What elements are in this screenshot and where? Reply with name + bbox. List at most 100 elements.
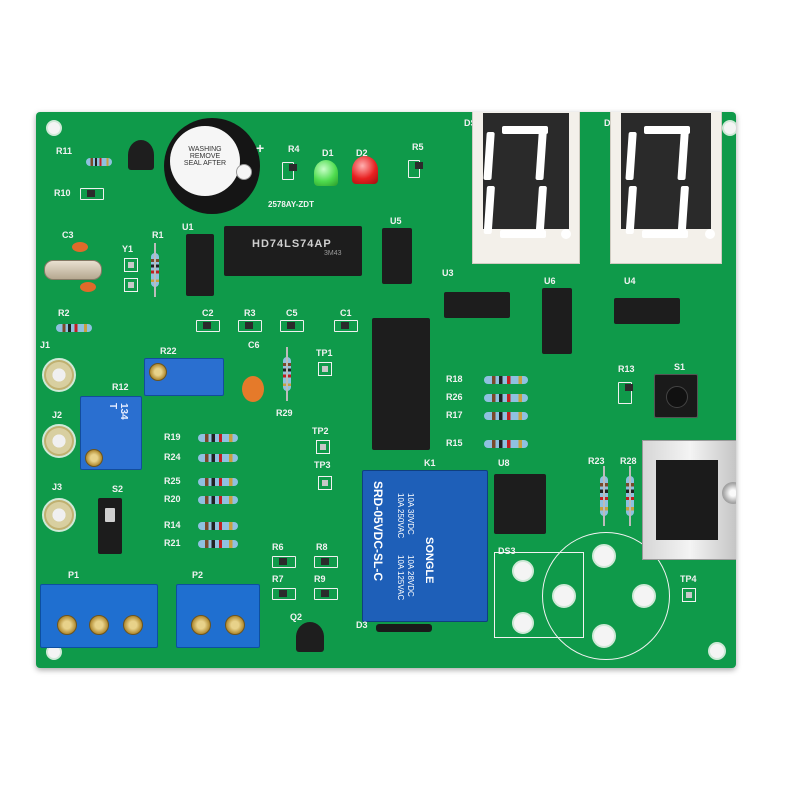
label-d3: D3: [356, 620, 368, 630]
label-r8: R8: [316, 542, 328, 552]
label-u1: U1: [182, 222, 194, 232]
segment-a: [644, 126, 690, 134]
resistor-r17: [474, 412, 538, 420]
label-r2: R2: [58, 308, 70, 318]
terminal-screw[interactable]: [89, 615, 109, 635]
terminal-screw[interactable]: [123, 615, 143, 635]
testpoint-tp4: [682, 588, 696, 602]
label-r21: R21: [164, 538, 181, 548]
label-r15: R15: [446, 438, 463, 448]
label-j3: J3: [52, 482, 63, 492]
label-c3: C3: [62, 230, 74, 240]
chip-u4: [609, 298, 685, 324]
segment-dp: [705, 229, 715, 239]
chip-u6: [542, 283, 572, 359]
testpoint-tp3: [318, 476, 332, 490]
label-p2: P2: [192, 570, 204, 580]
transistor: [128, 140, 154, 170]
led-green: [314, 160, 338, 186]
label-u4: U4: [624, 276, 636, 286]
label-s2: S2: [112, 484, 124, 494]
smd-r6: [272, 556, 296, 568]
silkscreen-code: 2578AY-ZDT: [268, 200, 314, 209]
label-r17: R17: [446, 410, 463, 420]
label-j1: J1: [40, 340, 51, 350]
chip-u8: [494, 469, 546, 539]
terminal-block-p1: [40, 584, 158, 648]
smd-c1: [334, 320, 358, 332]
segment-b: [677, 132, 689, 180]
resistor-r11: [76, 158, 122, 166]
resistor-r14: [188, 522, 248, 530]
label-u6: U6: [544, 276, 556, 286]
button-cap[interactable]: [666, 386, 688, 408]
label-r24: R24: [164, 452, 181, 462]
resistor-r2: [46, 324, 102, 332]
label-r9: R9: [314, 574, 326, 584]
slide-switch-s2[interactable]: [98, 498, 122, 554]
heatsink-screw: [722, 482, 736, 504]
pad-hole: [592, 624, 616, 648]
resistor-r18: [474, 376, 538, 384]
label-r23: R23: [588, 456, 605, 466]
testpoint-tp1: [318, 362, 332, 376]
buzzer-label: WASHING REMOVE SEAL AFTER: [170, 126, 240, 196]
transistor-q2: [296, 622, 324, 652]
label-c5: C5: [286, 308, 298, 318]
crystal: [44, 260, 102, 280]
terminal-screw[interactable]: [57, 615, 77, 635]
segment-b: [535, 132, 547, 180]
label-c2: C2: [202, 308, 214, 318]
trimpot-r12[interactable]: 134 T: [80, 396, 142, 470]
pot-screw[interactable]: [85, 449, 103, 467]
mounting-hole: [708, 642, 726, 660]
segment-d: [642, 230, 688, 238]
chip-u5: [382, 223, 412, 289]
segment-d: [500, 230, 546, 238]
label-r28: R28: [620, 456, 637, 466]
mounting-hole: [722, 120, 736, 136]
label-tp3: TP3: [314, 460, 331, 470]
led-red: [352, 156, 378, 184]
jack-j3: [42, 498, 76, 532]
label-r22: R22: [160, 346, 177, 356]
pad-hole: [592, 544, 616, 568]
smd-r7: [272, 588, 296, 600]
label-j2: J2: [52, 410, 63, 420]
label-ds3: DS3: [498, 546, 516, 556]
testpoint-tp2: [316, 440, 330, 454]
pad-y1b: [124, 278, 138, 292]
push-button-s1[interactable]: [654, 374, 698, 418]
trimpot-r22[interactable]: [144, 358, 224, 396]
label-q2: Q2: [290, 612, 303, 622]
segment-f: [483, 132, 495, 180]
terminal-screw[interactable]: [191, 615, 211, 635]
label-r1: R1: [152, 230, 164, 240]
smd-c5: [280, 320, 304, 332]
chip-dip-large: [372, 313, 430, 455]
label-c6: C6: [248, 340, 260, 350]
chip-u1-small: [186, 229, 214, 301]
pot-screw[interactable]: [149, 363, 167, 381]
smd-r8: [314, 556, 338, 568]
resistor-r24: [188, 454, 248, 462]
terminal-block-p2: [176, 584, 260, 648]
label-r29: R29: [276, 408, 293, 418]
jack-j1: [42, 358, 76, 392]
label-k1: K1: [424, 458, 436, 468]
smd-r9: [314, 588, 338, 600]
capacitor-c6: [242, 376, 264, 402]
label-plus: +: [256, 140, 265, 156]
label-r25: R25: [164, 476, 181, 486]
label-r20: R20: [164, 494, 181, 504]
segment-a: [502, 126, 548, 134]
label-r5: R5: [412, 142, 424, 152]
pad-hole: [552, 584, 576, 608]
terminal-screw[interactable]: [225, 615, 245, 635]
resistor-r21: [188, 540, 248, 548]
label-r14: R14: [164, 520, 181, 530]
relay-k1: SONGLE SRD-05VDC-SL-C 10A 250VAC 10A 30V…: [362, 470, 488, 622]
label-r13: R13: [618, 364, 635, 374]
resistor-r20: [188, 496, 248, 504]
